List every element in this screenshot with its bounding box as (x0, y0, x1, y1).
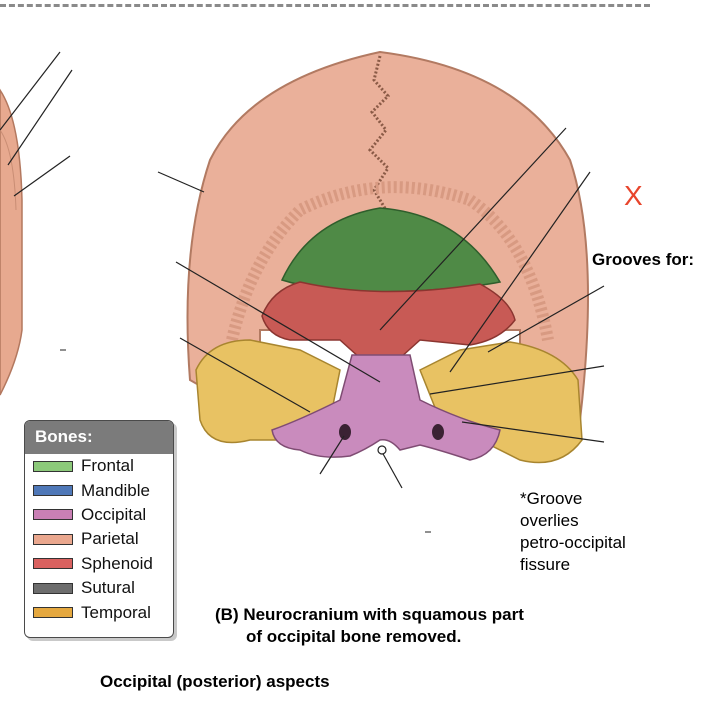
legend-item: Temporal (25, 600, 173, 624)
legend-item: Frontal (25, 454, 173, 478)
caption-line: of occipital bone removed. (246, 627, 462, 646)
legend-swatch (33, 558, 73, 570)
legend-label: Parietal (81, 529, 139, 549)
section-caption: Occipital (posterior) aspects (100, 672, 330, 691)
legend-label: Sutural (81, 578, 135, 598)
note-line: fissure (520, 555, 571, 574)
legend-item: Sutural (25, 576, 173, 600)
legend-item: Parietal (25, 527, 173, 551)
marker-x: X (624, 180, 643, 211)
note-line: overlies (520, 511, 579, 530)
legend-label: Mandible (81, 480, 150, 500)
legend-label: Frontal (81, 456, 134, 476)
note-line: *Groove (520, 489, 583, 508)
legend-item: Mandible (25, 478, 173, 502)
groove-note: *Groove overlies petro-occipital fissure (520, 488, 626, 576)
temporal-bone-right (419, 341, 583, 464)
grooves-label: Grooves for: (592, 250, 695, 269)
legend-item: Occipital (25, 503, 173, 527)
figure-caption: (B) Neurocranium with squamous part of o… (215, 604, 524, 648)
cut-edge (226, 181, 554, 342)
legend-label: Sphenoid (81, 553, 153, 573)
legend-swatch (33, 607, 73, 619)
legend-swatch (33, 485, 73, 497)
legend-title: Bones: (25, 421, 173, 454)
legend-swatch (33, 509, 73, 521)
jugular-foramen-right (432, 424, 444, 440)
left-skull-fragment (0, 88, 23, 396)
top-dashed-divider (0, 4, 650, 7)
note-line: petro-occipital (520, 533, 626, 552)
legend-swatch (33, 582, 73, 594)
legend-swatch (33, 533, 73, 545)
jugular-foramen-left (339, 424, 351, 440)
leader-lines (0, 51, 605, 489)
caption-line: (B) Neurocranium with squamous part (215, 605, 524, 624)
legend-item: Sphenoid (25, 552, 173, 576)
legend-swatch (33, 460, 73, 472)
legend-label: Temporal (81, 602, 151, 622)
legend-label: Occipital (81, 504, 147, 524)
